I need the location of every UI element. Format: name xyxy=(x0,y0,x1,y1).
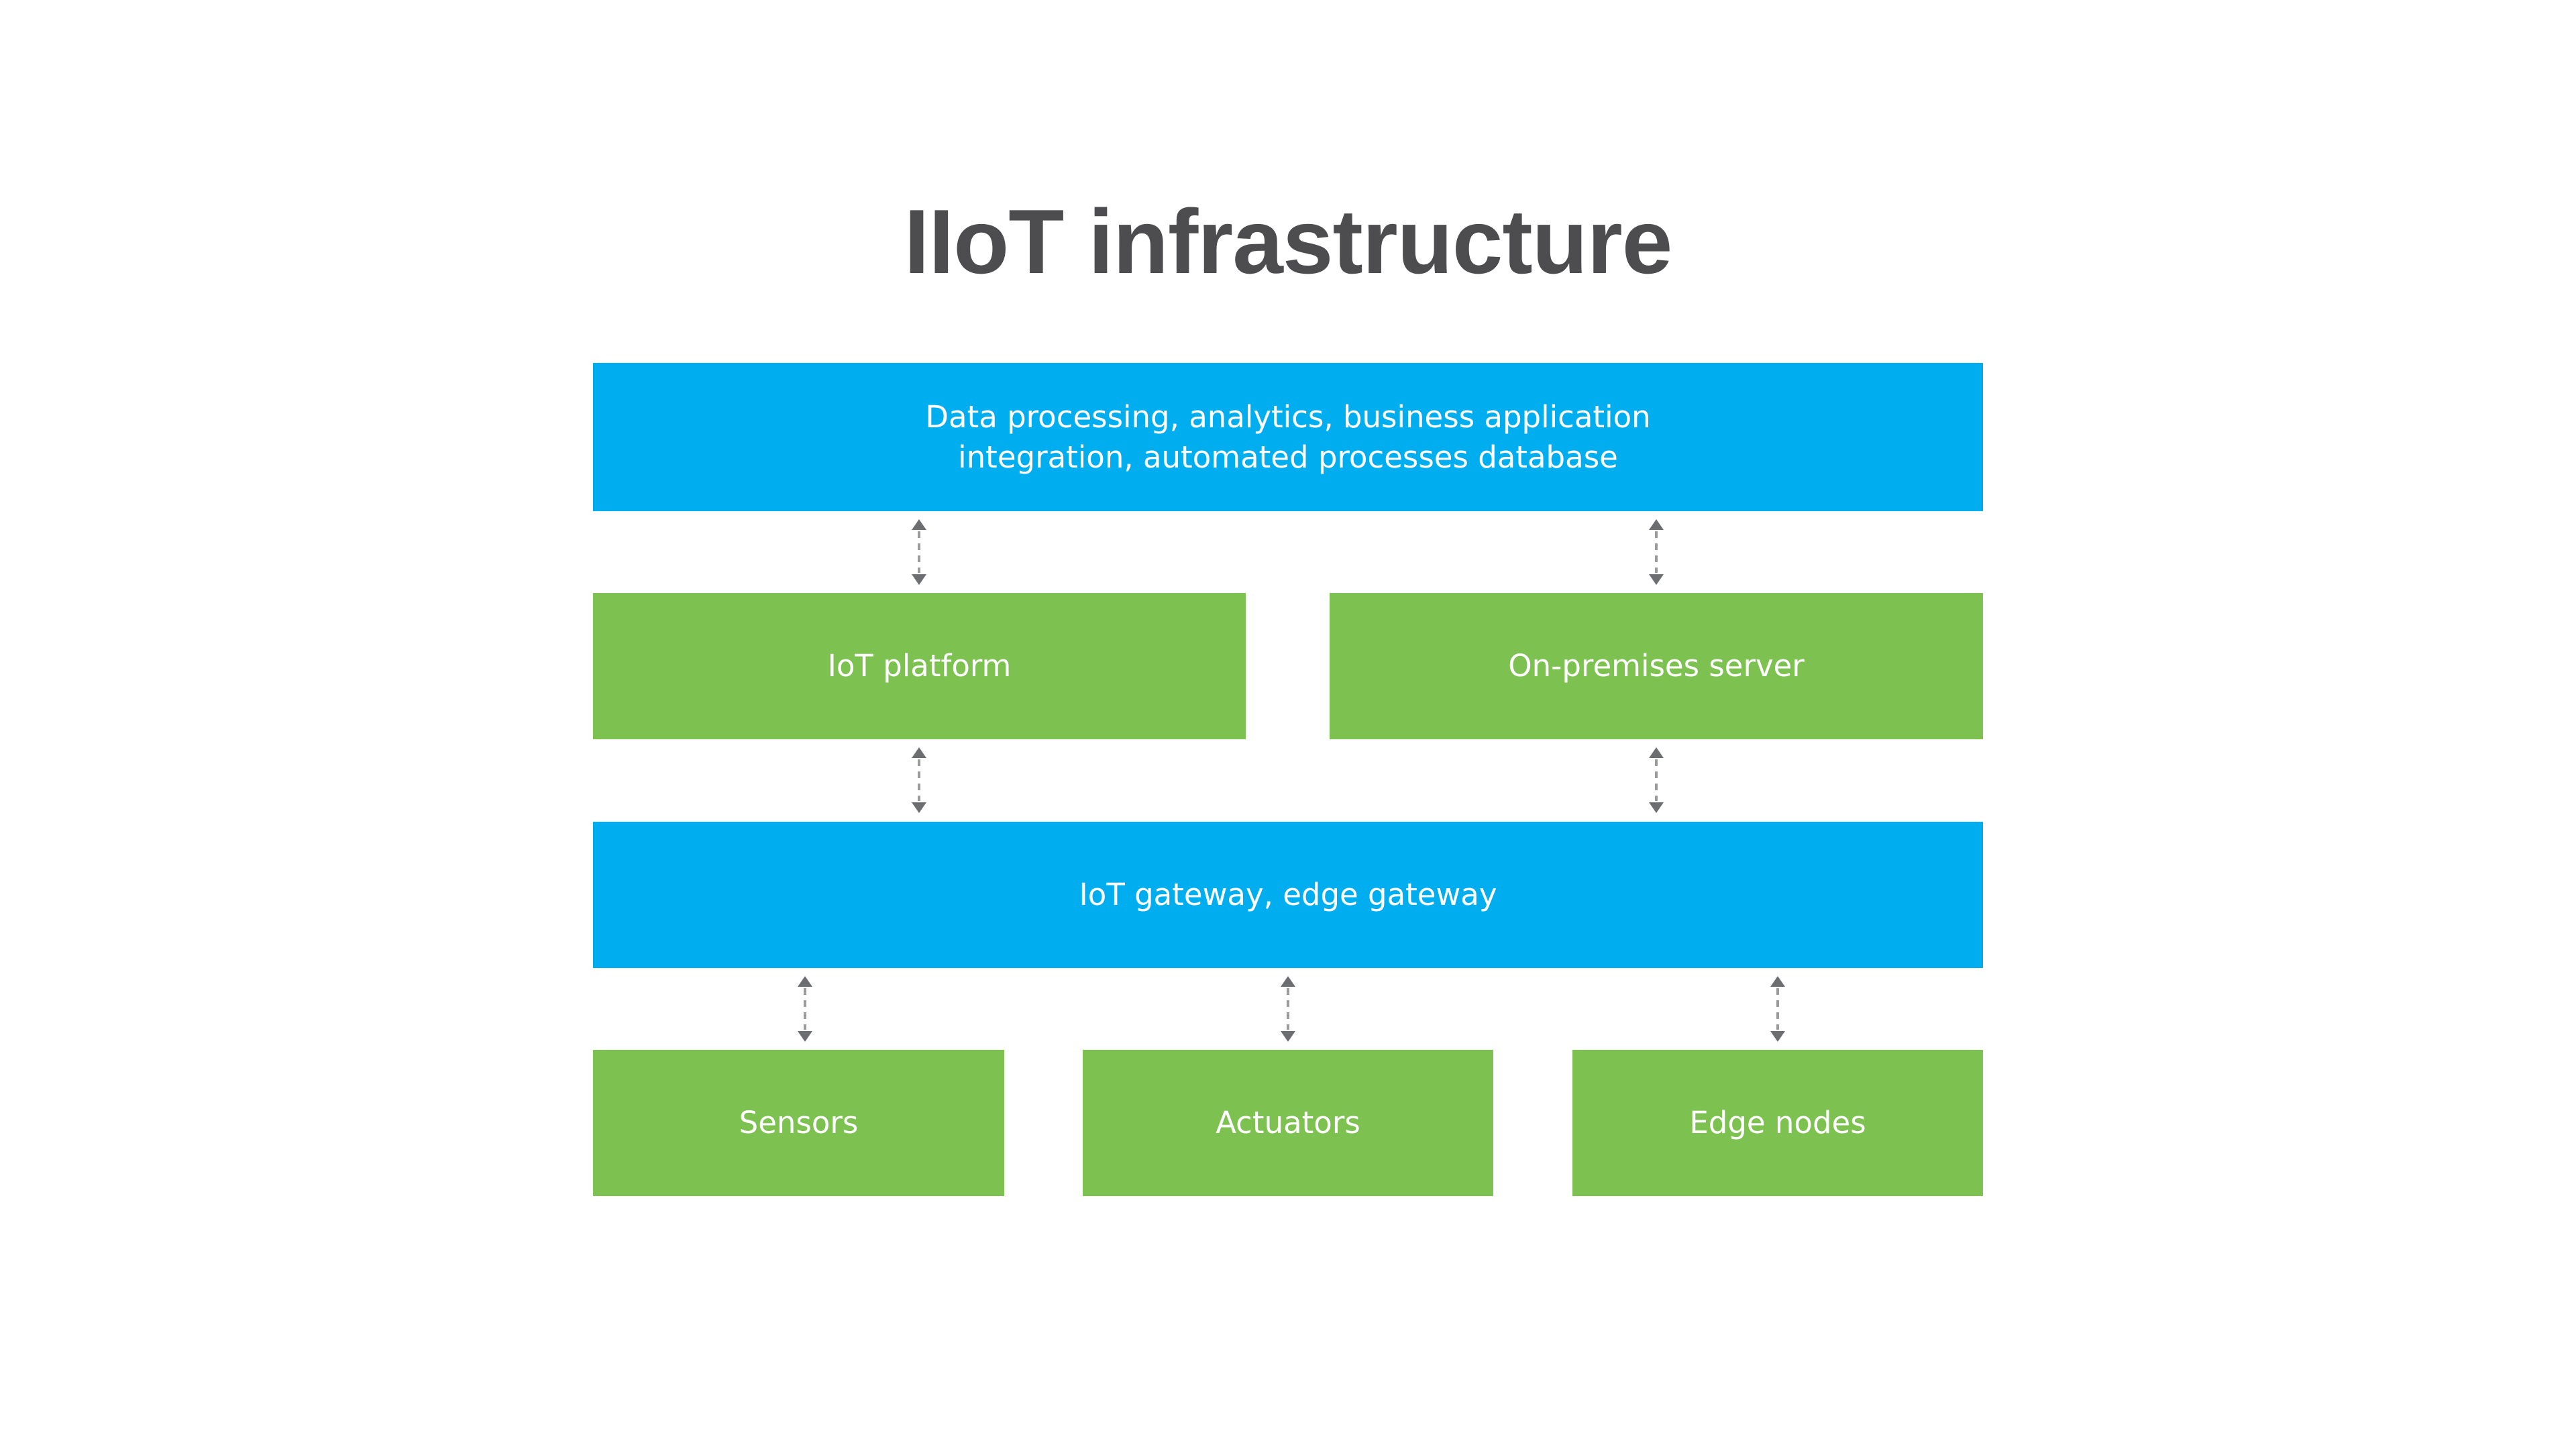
connector-top-iot-platform xyxy=(912,519,926,585)
arrow-down-icon xyxy=(1649,574,1664,585)
arrow-down-icon xyxy=(1649,802,1664,813)
node-edge-nodes-label: Edge nodes xyxy=(1689,1105,1866,1140)
arrow-down-icon xyxy=(1281,1031,1295,1042)
connector-gateway-edge-nodes xyxy=(1770,976,1785,1042)
node-on-premises-server: On-premises server xyxy=(1330,593,1983,739)
node-gateway: IoT gateway, edge gateway xyxy=(593,822,1983,968)
connector-top-on-premises xyxy=(1649,519,1664,585)
arrow-down-icon xyxy=(798,1031,812,1042)
arrow-up-icon xyxy=(1649,747,1664,758)
node-actuators: Actuators xyxy=(1083,1050,1493,1196)
arrow-up-icon xyxy=(1281,976,1295,987)
node-iot-platform: IoT platform xyxy=(593,593,1246,739)
node-on-premises-server-label: On-premises server xyxy=(1508,648,1805,684)
node-actuators-label: Actuators xyxy=(1216,1105,1360,1140)
arrow-up-icon xyxy=(1649,519,1664,530)
connector-on-premises-gateway xyxy=(1649,747,1664,813)
node-sensors: Sensors xyxy=(593,1050,1004,1196)
arrow-down-icon xyxy=(1770,1031,1785,1042)
arrow-up-icon xyxy=(912,519,926,530)
node-label-line-2: integration, automated processes databas… xyxy=(958,439,1618,475)
arrow-up-icon xyxy=(1770,976,1785,987)
node-label-line-1: Data processing, analytics, business app… xyxy=(925,398,1651,435)
arrow-up-icon xyxy=(912,747,926,758)
node-data-processing-label: Data processing, analytics, business app… xyxy=(925,397,1650,478)
diagram-title: IIoT infrastructure xyxy=(904,191,1673,292)
arrow-up-icon xyxy=(798,976,812,987)
connector-gateway-sensors xyxy=(798,976,812,1042)
node-gateway-label: IoT gateway, edge gateway xyxy=(1079,877,1497,912)
node-edge-nodes: Edge nodes xyxy=(1572,1050,1983,1196)
connector-iot-platform-gateway xyxy=(912,747,926,813)
connector-gateway-actuators xyxy=(1281,976,1295,1042)
node-iot-platform-label: IoT platform xyxy=(827,648,1012,684)
arrow-down-icon xyxy=(912,802,926,813)
arrow-down-icon xyxy=(912,574,926,585)
node-sensors-label: Sensors xyxy=(739,1105,859,1140)
node-data-processing: Data processing, analytics, business app… xyxy=(593,363,1983,511)
